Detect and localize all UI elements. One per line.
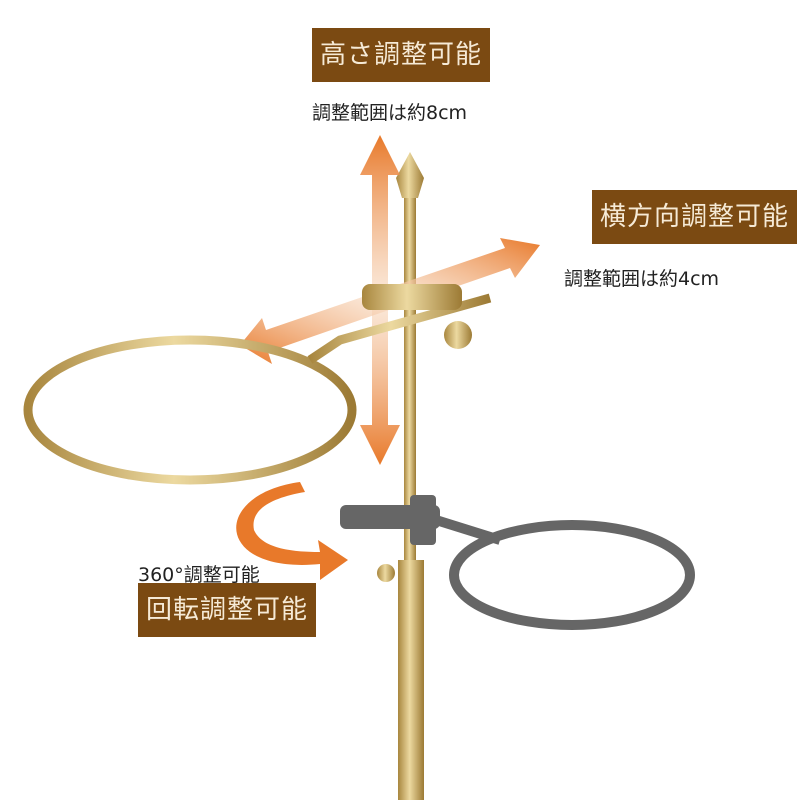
gold-ring bbox=[23, 335, 357, 485]
lower-tube bbox=[398, 560, 424, 800]
height-range-note: 調整範囲は約8cm bbox=[312, 102, 468, 124]
horizontal-range-note: 調整範囲は約4cm bbox=[564, 268, 720, 290]
clamp bbox=[362, 284, 462, 310]
horizontal-adjust-badge: 横方向調整可能 bbox=[592, 190, 798, 244]
clamp-knob bbox=[444, 321, 472, 349]
rotation-arrow-icon bbox=[236, 482, 348, 580]
gray-ring bbox=[449, 520, 695, 630]
rotation-note: 360°調整可能 bbox=[138, 564, 260, 586]
height-adjust-badge: 高さ調整可能 bbox=[312, 28, 491, 82]
lower-knob bbox=[377, 564, 395, 582]
pole-tip bbox=[396, 152, 424, 198]
rotation-adjust-badge: 回転調整可能 bbox=[138, 583, 317, 637]
